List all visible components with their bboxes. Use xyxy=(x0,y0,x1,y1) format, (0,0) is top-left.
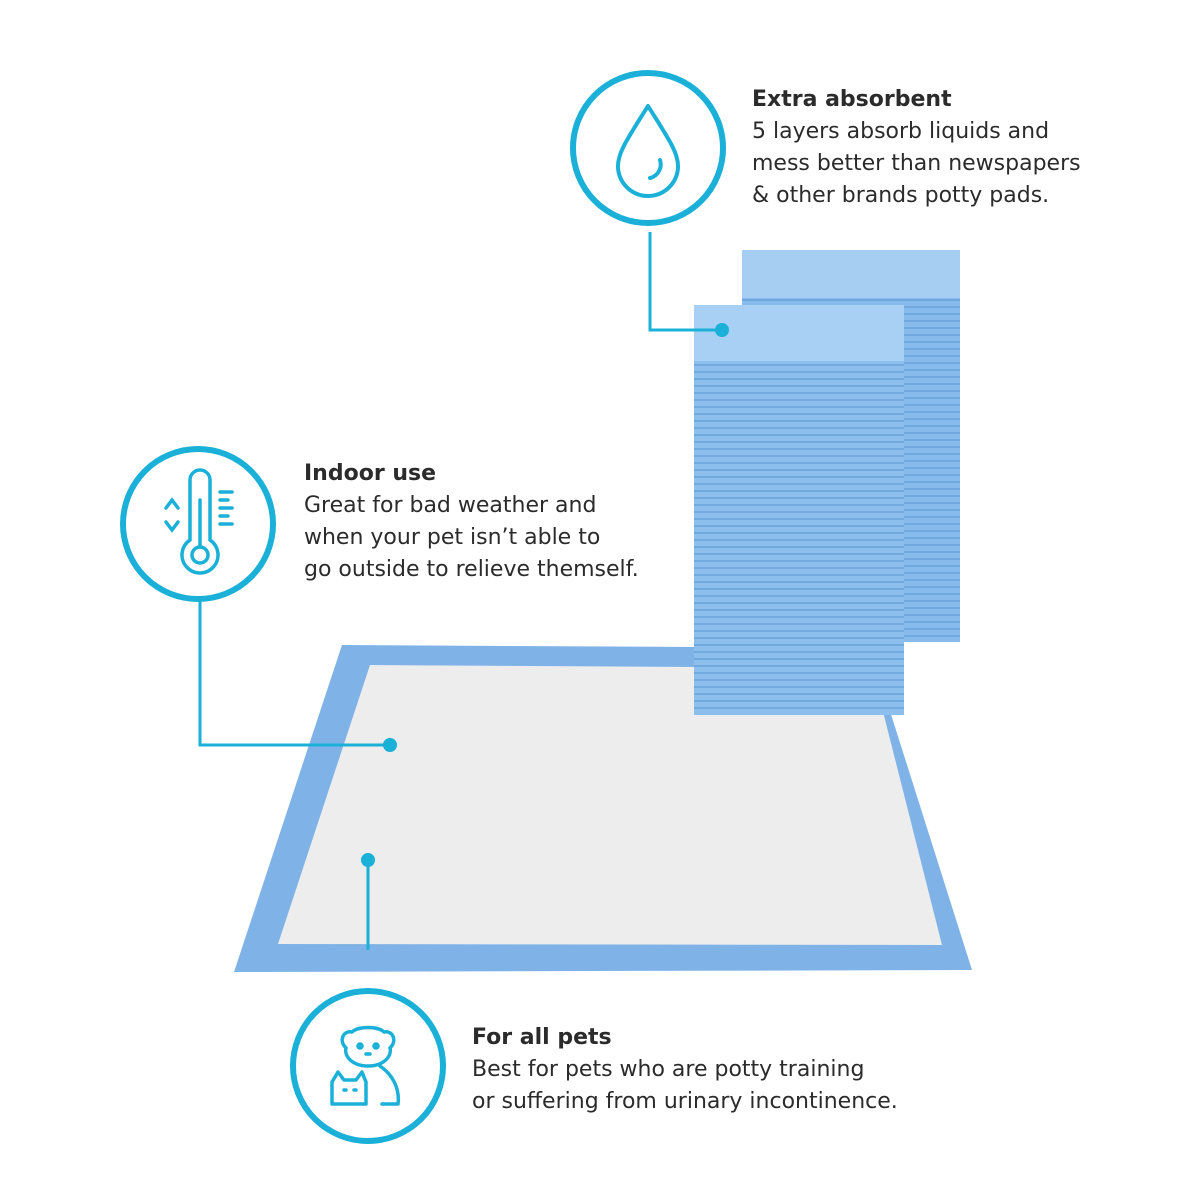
connector-indoor xyxy=(198,600,390,747)
dot-absorbent xyxy=(715,323,729,337)
dot-pets xyxy=(361,853,375,867)
feature-title: For all pets xyxy=(472,1025,612,1050)
feature-indoor: Indoor use Great for bad weather and whe… xyxy=(304,458,639,586)
badge-pets xyxy=(290,988,446,1144)
water-drop-icon xyxy=(616,104,680,198)
thermometer-icon xyxy=(164,468,234,575)
feature-text-line: when your pet isn’t able to xyxy=(304,525,601,550)
single-pad xyxy=(234,645,972,972)
feature-text-line: mess better than newspapers xyxy=(752,151,1081,176)
feature-text-line: Great for bad weather and xyxy=(304,493,597,518)
feature-absorbent: Extra absorbent 5 layers absorb liquids … xyxy=(752,84,1081,212)
feature-text-line: go outside to relieve themself. xyxy=(304,557,639,582)
feature-pets: For all pets Best for pets who are potty… xyxy=(472,1022,898,1118)
pad-stack-front xyxy=(694,305,904,715)
dot-indoor xyxy=(383,738,397,752)
feature-text-line: Best for pets who are potty training xyxy=(472,1057,865,1082)
feature-title: Indoor use xyxy=(304,461,437,486)
feature-title: Extra absorbent xyxy=(752,87,952,112)
badge-absorbent xyxy=(570,70,726,226)
connector-absorbent xyxy=(648,232,722,332)
feature-text-line: or suffering from urinary incontinence. xyxy=(472,1089,898,1114)
feature-text-line: & other brands potty pads. xyxy=(752,183,1050,208)
feature-text-line: 5 layers absorb liquids and xyxy=(752,119,1050,144)
dog-cat-icon xyxy=(330,1025,401,1106)
badge-indoor xyxy=(120,446,276,602)
